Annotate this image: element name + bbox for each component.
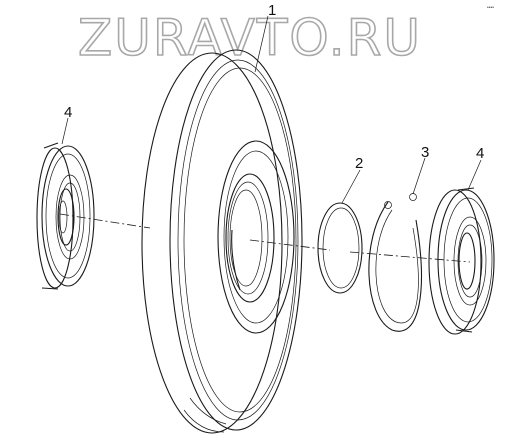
callout-3: 3 [421, 144, 429, 161]
callout-4-right: 4 [476, 145, 484, 162]
corner-mark: •••• [487, 5, 494, 11]
callout-4-left: 4 [64, 104, 72, 121]
watermark-text: ZURAVTO.RU [78, 9, 422, 67]
callout-1: 1 [268, 2, 276, 19]
callout-leaders [61, 15, 482, 204]
seal-ring [317, 202, 363, 294]
sheave-disc [141, 49, 303, 434]
center-axis [59, 213, 471, 263]
callout-2: 2 [355, 155, 363, 172]
left-bearing [36, 142, 95, 290]
snap-ring [368, 193, 422, 332]
right-bearing [428, 187, 495, 335]
